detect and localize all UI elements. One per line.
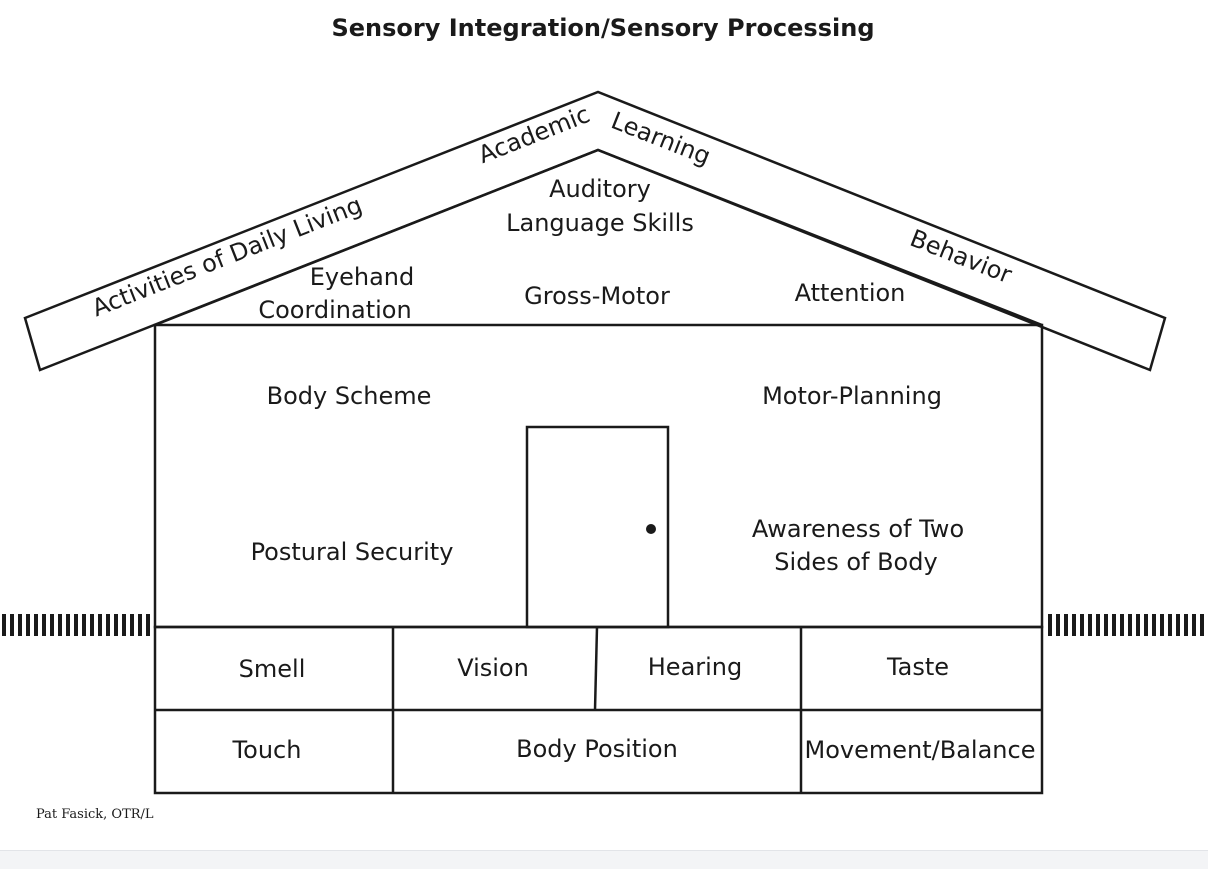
ground-hatch-mark <box>2 614 6 636</box>
ground-hatch-mark <box>1120 614 1124 636</box>
foundation-smell: Smell <box>239 655 306 683</box>
door <box>525 425 670 629</box>
attic-gross-motor: Gross-Motor <box>524 282 670 310</box>
door-knob <box>646 524 656 534</box>
ground-hatch-mark <box>18 614 22 636</box>
ground-hatch-mark <box>1184 614 1188 636</box>
bottom-bar <box>0 850 1208 869</box>
ground-hatch-mark <box>74 614 78 636</box>
wall-awareness-line1: Awareness of Two <box>752 515 964 543</box>
ground-hatch-mark <box>1168 614 1172 636</box>
wall-motor-planning: Motor-Planning <box>762 382 942 410</box>
ground-hatch-mark <box>1160 614 1164 636</box>
wall-body-scheme: Body Scheme <box>267 382 432 410</box>
attic-auditory-line1: Auditory <box>549 175 651 203</box>
ground-hatch-mark <box>1112 614 1116 636</box>
ground-hatch-mark <box>130 614 134 636</box>
wall-postural-security: Postural Security <box>251 538 454 566</box>
credit-text: Pat Fasick, OTR/L <box>36 807 154 822</box>
ground-hatch-mark <box>114 614 118 636</box>
ground-hatch-mark <box>90 614 94 636</box>
roof-band <box>23 90 1167 372</box>
ground-hatch-mark <box>1096 614 1100 636</box>
foundation-hearing: Hearing <box>648 653 743 681</box>
wall-awareness-line2: Sides of Body <box>774 548 937 576</box>
ground-hatch-mark <box>1088 614 1092 636</box>
ground-hatch-mark <box>122 614 126 636</box>
foundation-body-position: Body Position <box>516 735 678 763</box>
ground-hatch-mark <box>1176 614 1180 636</box>
foundation-divider <box>593 626 599 711</box>
attic-attention: Attention <box>795 279 906 307</box>
ground-hatch-mark <box>1136 614 1140 636</box>
foundation-movement-balance: Movement/Balance <box>805 736 1036 764</box>
ground-hatch-mark <box>10 614 14 636</box>
foundation-touch: Touch <box>232 736 302 764</box>
ground-hatch-mark <box>1104 614 1108 636</box>
ground-hatch-mark <box>1048 614 1052 636</box>
ground-hatch-mark <box>146 614 150 636</box>
ground-right <box>1048 614 1204 636</box>
ground-hatch-mark <box>1064 614 1068 636</box>
foundation-vision: Vision <box>457 654 529 682</box>
ground-hatch-mark <box>1200 614 1204 636</box>
ground-hatch-mark <box>1152 614 1156 636</box>
ground-hatch-mark <box>66 614 70 636</box>
ground-hatch-mark <box>106 614 110 636</box>
foundation-taste: Taste <box>886 653 949 681</box>
ground-hatch-mark <box>1128 614 1132 636</box>
ground-hatch-mark <box>1192 614 1196 636</box>
ground-hatch-mark <box>82 614 86 636</box>
ground-hatch-mark <box>58 614 62 636</box>
ground-hatch-mark <box>1056 614 1060 636</box>
ground-hatch-mark <box>34 614 38 636</box>
ground-hatch-mark <box>98 614 102 636</box>
attic-auditory-line2: Language Skills <box>506 209 694 237</box>
ground-left <box>2 614 150 636</box>
attic-eyehand-line1: Eyehand <box>310 263 415 291</box>
ground-hatch-mark <box>1144 614 1148 636</box>
ground-hatch-mark <box>42 614 46 636</box>
ground-hatch-mark <box>1072 614 1076 636</box>
ground-hatch-mark <box>50 614 54 636</box>
attic-eyehand-line2: Coordination <box>258 296 411 324</box>
ground-hatch-mark <box>1080 614 1084 636</box>
diagram-title: Sensory Integration/Sensory Processing <box>331 14 874 42</box>
attic-outline <box>154 148 1043 327</box>
ground-hatch-mark <box>26 614 30 636</box>
ground-hatch-mark <box>138 614 142 636</box>
